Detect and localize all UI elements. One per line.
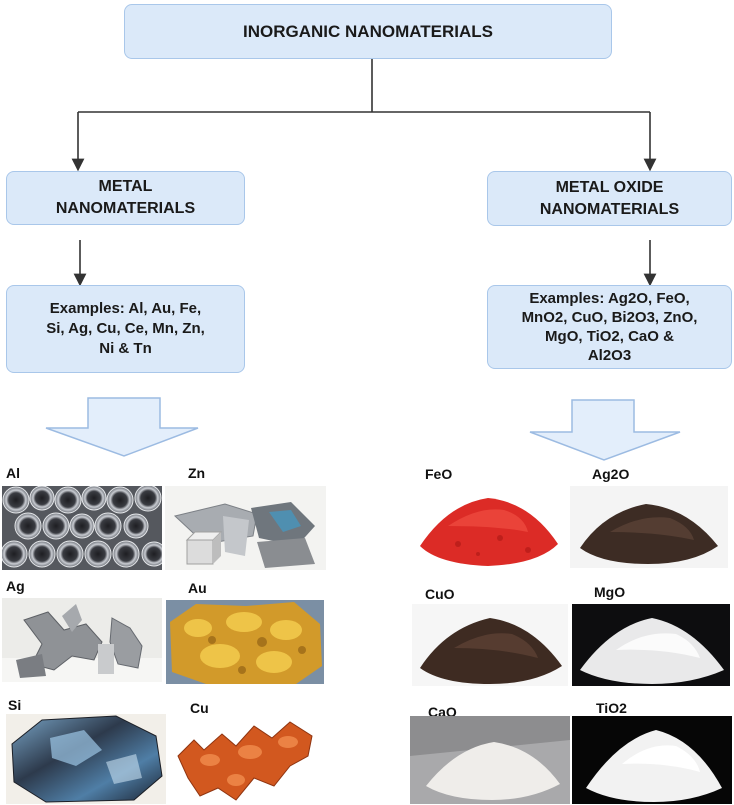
dark-brown-powder-photo: [570, 486, 728, 568]
white-powder-dark-photo: [572, 716, 732, 804]
white-powder-dark-photo: [572, 604, 730, 686]
sample-label-au: Au: [188, 580, 207, 596]
sample-label-zn: Zn: [188, 465, 206, 481]
metal-title: METAL NANOMATERIALS: [55, 178, 196, 217]
sample-label-ag2o: Ag2O: [592, 466, 630, 482]
oxide-title: METAL OXIDE NANOMATERIALS: [539, 178, 680, 218]
zinc-metal-photo: [165, 486, 326, 570]
metal-examples-text: Examples: Al, Au, Fe, Si, Ag, Cu, Ce, Mn…: [46, 300, 205, 357]
oxide-examples-box: Examples: Ag2O, FeO, MnO2, CuO, Bi2O3, Z…: [487, 285, 732, 369]
silver-crystal-photo: [2, 598, 162, 682]
sample-label-cu: Cu: [190, 700, 209, 716]
sample-label-si: Si: [8, 697, 22, 713]
sample-label-mgo: MgO: [594, 584, 626, 600]
red-powder-photo: [408, 486, 568, 570]
sample-label-tio2: TiO2: [596, 700, 627, 716]
metal-nanomaterials-box: METAL NANOMATERIALS: [6, 171, 245, 225]
metal-block-arrow: [45, 397, 199, 457]
dark-brown-powder-photo: [412, 604, 568, 686]
metal-examples-box: Examples: Al, Au, Fe, Si, Ag, Cu, Ce, Mn…: [6, 285, 245, 373]
sample-label-al: Al: [6, 465, 20, 481]
oxide-block-arrow: [529, 399, 681, 461]
tree-connector: [71, 59, 657, 287]
metal-oxide-nanomaterials-box: METAL OXIDE NANOMATERIALS: [487, 171, 732, 226]
silicon-lump-photo: [6, 714, 166, 804]
oxide-examples-text: Examples: Ag2O, FeO, MnO2, CuO, Bi2O3, Z…: [521, 290, 698, 364]
inorganic-nanomaterials-box: INORGANIC NANOMATERIALS: [124, 4, 612, 59]
sample-label-ag: Ag: [6, 578, 25, 594]
white-powder-grey-photo: [410, 716, 570, 804]
sample-label-feo: FeO: [425, 466, 453, 482]
root-title: INORGANIC NANOMATERIALS: [243, 21, 493, 41]
sample-label-cuo: CuO: [425, 586, 455, 602]
copper-nugget-photo: [170, 716, 322, 804]
aluminium-tubes-photo: [2, 486, 162, 570]
gold-nugget-photo: [166, 600, 324, 684]
